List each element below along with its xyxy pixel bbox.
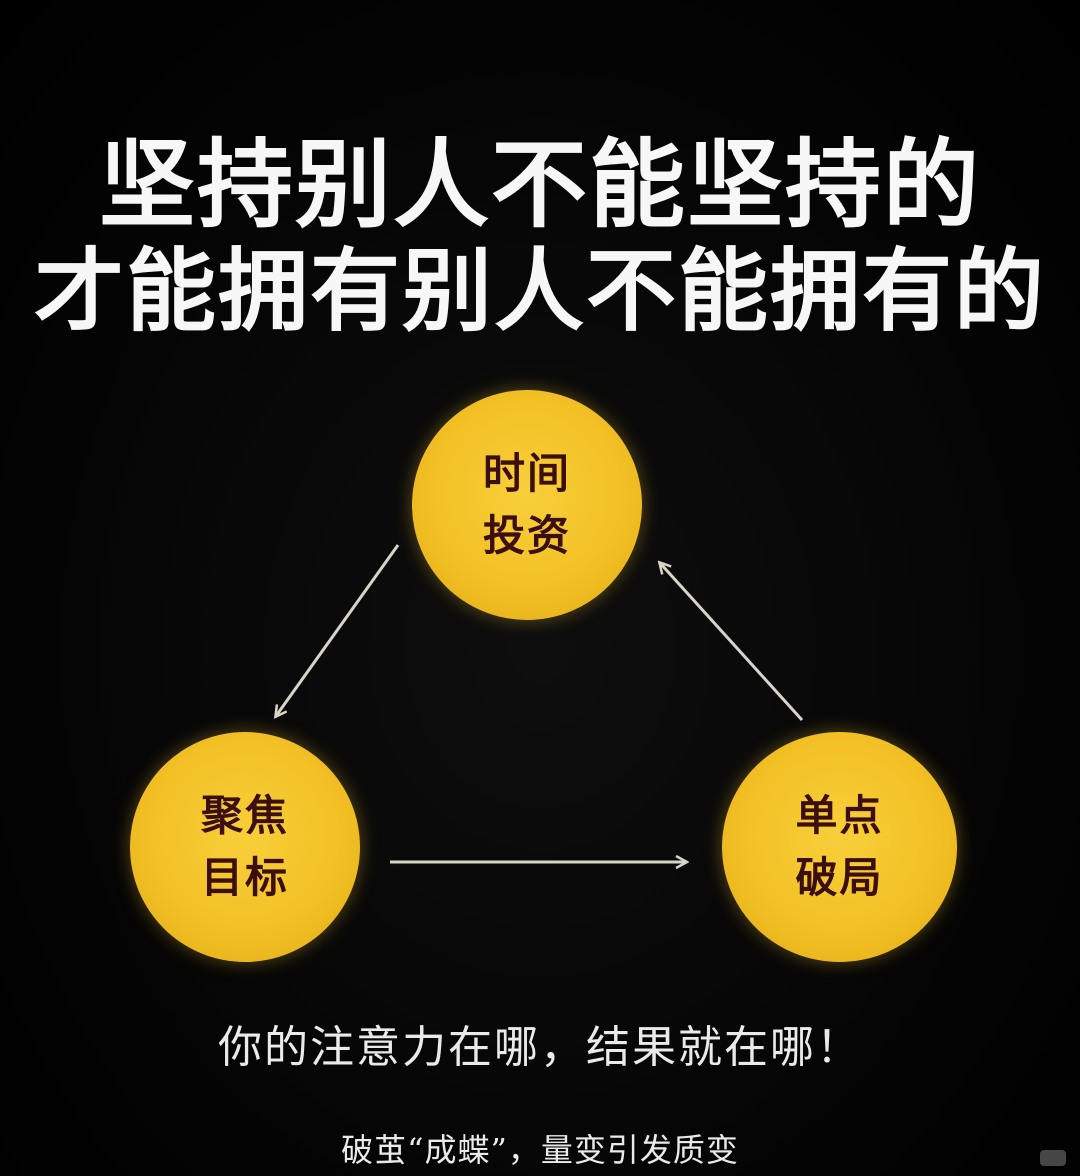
watermark-icon: [1040, 1150, 1066, 1166]
node-focus-target: 聚焦 目标: [130, 732, 360, 962]
node-right-label-2: 破局: [795, 853, 884, 902]
headline-line-2: 才能拥有别人不能拥有的: [34, 239, 1046, 344]
node-top-label-2: 投资: [482, 511, 571, 560]
arrow-top-to-left: [276, 544, 400, 716]
node-top-label-1: 时间: [482, 449, 571, 498]
caption-sub: 破茧“成蝶”，量变引发质变: [341, 1131, 739, 1169]
node-left-label-1: 聚焦: [200, 791, 289, 840]
node-single-point-breakthrough: 单点 破局: [722, 732, 957, 962]
node-left-label-2: 目标: [200, 853, 289, 902]
node-right-label-1: 单点: [795, 791, 884, 840]
headline-line-1: 坚持别人不能坚持的: [99, 129, 981, 241]
node-time-investment: 时间 投资: [412, 390, 642, 620]
caption-main: 你的注意力在哪，结果就在哪！: [218, 1022, 862, 1073]
arrow-right-to-top: [660, 563, 804, 722]
